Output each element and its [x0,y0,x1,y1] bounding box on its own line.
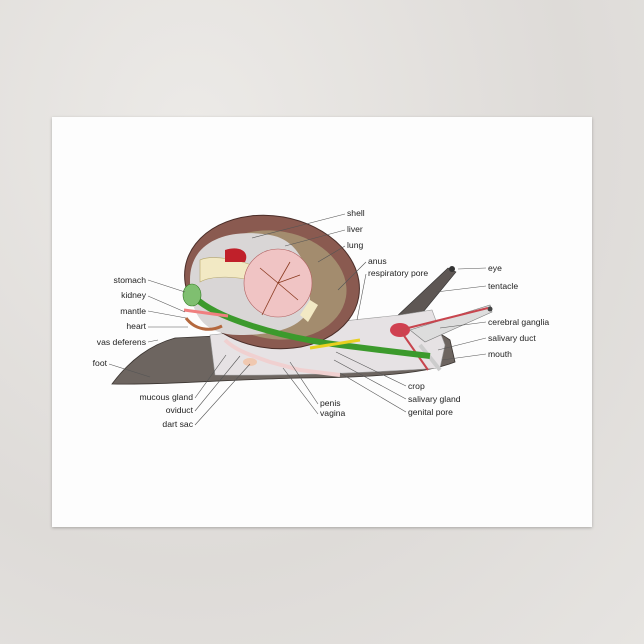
label-cerebral-ganglia: cerebral ganglia [488,317,549,327]
label-anus: anus [368,256,387,266]
label-vagina: vagina [320,408,346,418]
mantle [183,308,229,318]
leader-lines [108,213,487,426]
label-tentacle: tentacle [488,281,518,291]
label-dart-sac: dart sac [162,419,193,429]
label-mucous-gland: mucous gland [139,392,193,402]
label-heart: heart [126,321,146,331]
label-shell: shell [347,208,365,218]
heart [184,317,223,331]
label-salivary-gland: salivary gland [408,394,461,404]
nerve [399,307,489,371]
lung-vessels [259,261,301,316]
label-mouth: mouth [488,349,512,359]
stomach [182,283,202,307]
label-kidney: kidney [121,290,147,300]
liver-lobe [300,300,318,322]
label-stomach: stomach [114,275,147,285]
reproductive-organs [223,338,341,377]
label-genital-pore: genital pore [408,407,453,417]
red-gland [225,248,247,262]
label-mantle: mantle [120,306,146,316]
label-respiratory-pore: respiratory pore [368,268,428,278]
tentacle-tip [487,306,493,312]
label-penis: penis [320,398,341,408]
eye-dot [449,266,455,272]
label-crop: crop [408,381,425,391]
label-oviduct: oviduct [166,405,194,415]
dart-sac [243,358,257,366]
label-salivary-duct: salivary duct [488,333,536,343]
label-liver: liver [347,224,363,234]
label-eye: eye [488,263,502,273]
digestive-tract [185,288,431,359]
label-lung: lung [347,240,363,250]
salivary-gland [309,338,361,350]
label-foot: foot [93,358,108,368]
mouth-part [418,343,442,372]
label-vas-deferens: vas deferens [97,337,146,347]
